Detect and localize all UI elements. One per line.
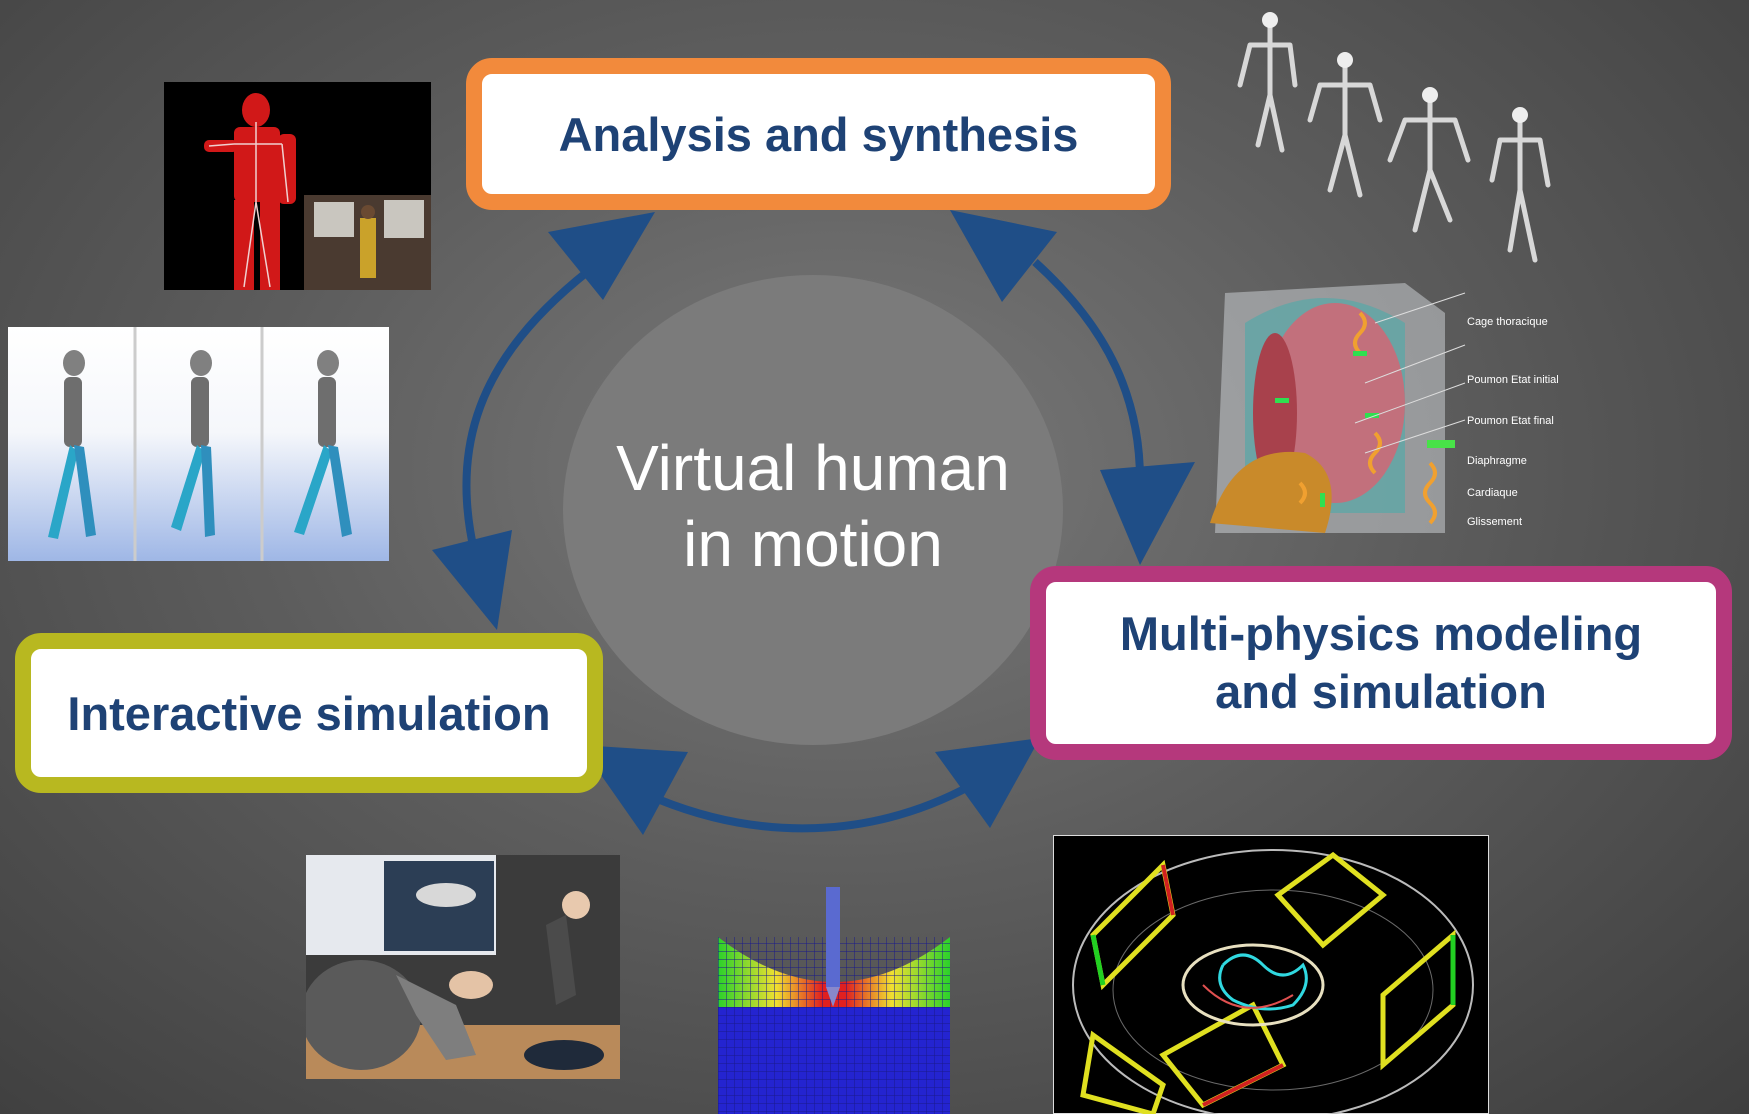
arc-right (1032, 259, 1144, 481)
anatomy-label: Cage thoracique (1467, 316, 1548, 328)
radiotherapy-scan-icon (1053, 835, 1489, 1114)
multiphysics-label-line2: and simulation (1215, 665, 1547, 718)
center-title-line1: Virtual human (616, 432, 1010, 504)
anatomy-label: Glissement (1467, 516, 1523, 528)
center-title-line2: in motion (683, 508, 943, 580)
arrowhead-bottom-right (935, 738, 1040, 828)
anatomy-label: Poumon Etat initial (1467, 374, 1559, 386)
haptic-device-photo-icon (306, 855, 620, 1079)
motion-skeletons-icon (1220, 5, 1580, 275)
center-circle (563, 275, 1063, 745)
arrowhead-right-down (1100, 462, 1195, 565)
anatomy-label: Cardiaque (1467, 487, 1518, 499)
center-title: Virtual human in motion (563, 430, 1063, 582)
analysis-synthesis-box: Analysis and synthesis (466, 58, 1171, 210)
anatomy-label: Diaphragme (1467, 455, 1527, 467)
thorax-lung-model-icon: Cage thoracique Poumon Etat initial Poum… (1205, 283, 1645, 543)
multiphysics-box: Multi-physics modeling and simulation (1030, 566, 1732, 760)
arc-bottom (658, 781, 974, 833)
multiphysics-label-line1: Multi-physics modeling (1119, 607, 1643, 660)
arrowhead-left-down (432, 530, 512, 630)
analysis-synthesis-label: Analysis and synthesis (558, 107, 1079, 161)
finite-element-indentation-icon (718, 887, 950, 1114)
interactive-simulation-label: Interactive simulation (67, 686, 551, 740)
arrowhead-top-right (950, 210, 1057, 302)
depth-camera-skeleton-icon (164, 82, 431, 290)
interactive-simulation-box: Interactive simulation (15, 633, 603, 793)
anatomy-label: Poumon Etat final (1467, 415, 1554, 427)
arrowhead-top-left (548, 212, 655, 300)
walking-mannequin-sequence-icon (8, 327, 389, 561)
arrowhead-bottom-left (580, 745, 688, 835)
